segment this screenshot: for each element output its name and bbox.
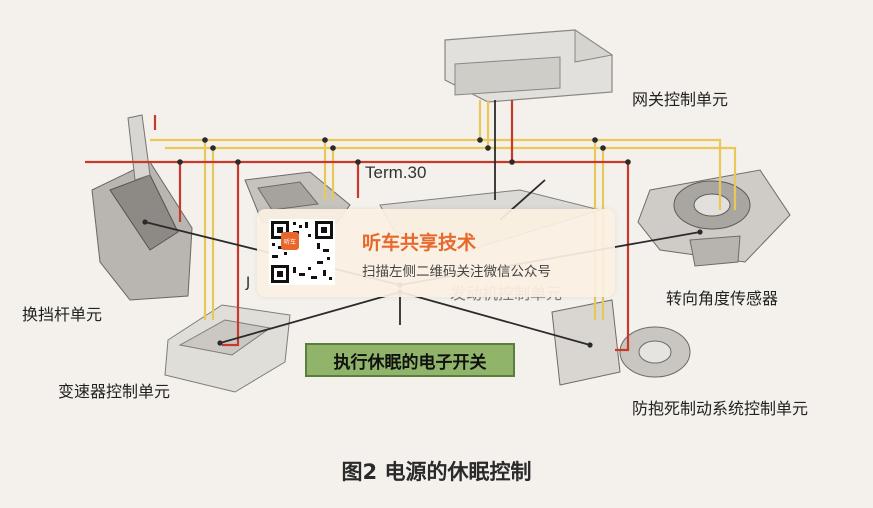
qr-badge: 听车 <box>281 232 299 250</box>
sleep-switch-label: 执行休眠的电子开关 <box>333 352 487 373</box>
j-label: J <box>246 275 251 291</box>
watermark-overlay[interactable]: 听车 听车共享技术 扫描左侧二维码关注微信公众号 <box>257 209 615 297</box>
transmission-module <box>164 304 291 393</box>
figure-caption: 图2 电源的休眠控制 <box>341 460 532 484</box>
steering-sensor-label: 转向角度传感器 <box>666 289 779 308</box>
abs-label: 防抱死制动系统控制单元 <box>632 399 809 418</box>
shifter-label: 换挡杆单元 <box>22 305 103 324</box>
overlay-subtitle: 扫描左侧二维码关注微信公众号 <box>362 264 551 280</box>
gateway-module <box>444 29 614 103</box>
term30-label: Term.30 <box>365 163 427 182</box>
overlay-brand: 听车共享技术 <box>362 232 477 254</box>
steering-sensor-module <box>637 169 791 267</box>
abs-module <box>551 299 691 386</box>
gateway-label: 网关控制单元 <box>632 90 729 109</box>
shifter-module <box>91 114 193 301</box>
transmission-label: 变速器控制单元 <box>58 382 171 401</box>
sleep-switch-box: 执行休眠的电子开关 <box>305 343 515 377</box>
qr-code-icon[interactable] <box>269 219 335 285</box>
